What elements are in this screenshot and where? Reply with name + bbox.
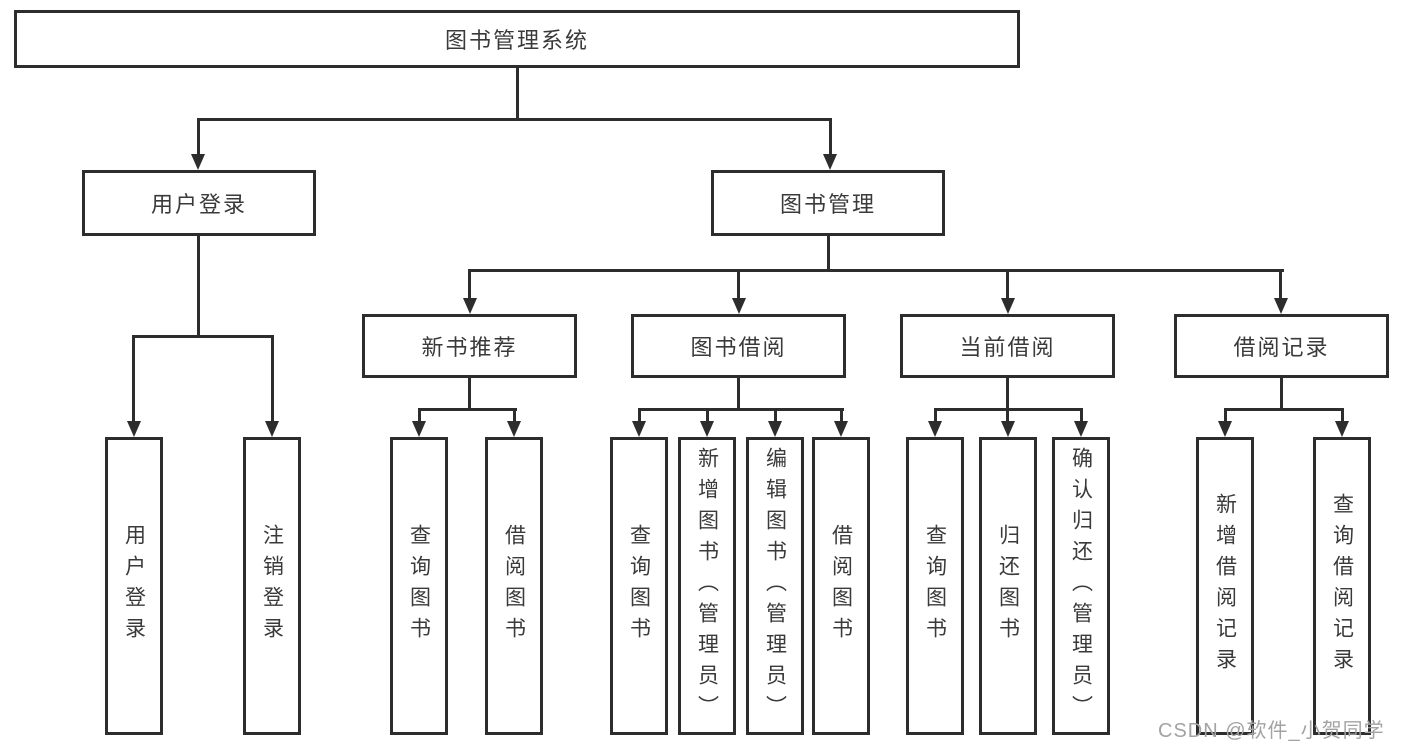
connector-hline [1224,408,1344,411]
arrow-down-icon [507,421,521,437]
arrow-down-icon [632,421,646,437]
node-label: 图书管理 [779,192,876,217]
arrow-down-icon [928,421,942,437]
connector-vline [271,335,274,423]
connector-vline [638,408,641,423]
node-label: 借阅图书 [829,524,853,648]
connector-vline [737,269,740,300]
connector-vline [197,236,200,338]
node-label: 借阅图书 [502,524,526,648]
arrow-down-icon [834,421,848,437]
node-label: 查询借阅记录 [1330,493,1354,679]
arrow-down-icon [265,421,279,437]
node-current-borrowing: 当前借阅 [900,314,1115,378]
connector-vline [418,408,421,423]
node-label: 确认归还（管理员） [1069,446,1093,726]
connector-vline [1280,378,1283,411]
node-logout: 注销登录 [243,437,301,735]
node-user-login-group: 用户登录 [82,170,316,236]
node-user-login: 用户登录 [105,437,163,735]
node-borrow-books-recommend: 借阅图书 [485,437,543,735]
connector-vline [1224,408,1227,423]
node-label: 用户登录 [150,192,247,217]
node-edit-books-admin: 编辑图书（管理员） [746,437,804,735]
connector-vline [197,118,200,156]
node-label: 图书借阅 [690,335,787,360]
connector-vline [513,408,516,423]
connector-vline [840,408,843,423]
node-label: 新增图书（管理员） [695,446,719,726]
arrow-down-icon [1274,298,1288,314]
arrow-down-icon [1335,421,1349,437]
node-label: 查询图书 [407,524,431,648]
connector-vline [516,68,519,121]
connector-hline [418,408,517,411]
node-new-book-recommend: 新书推荐 [362,314,577,378]
node-label: 注销登录 [260,524,284,648]
connector-vline [829,118,832,156]
connector-vline [468,378,471,411]
node-label: 查询图书 [627,524,651,648]
node-label: 当前借阅 [959,335,1056,360]
connector-vline [1006,408,1009,423]
node-book-borrowing: 图书借阅 [631,314,846,378]
node-borrowing-records: 借阅记录 [1174,314,1389,378]
node-book-management: 图书管理 [711,170,945,236]
arrow-down-icon [412,421,426,437]
connector-vline [934,408,937,423]
node-root: 图书管理系统 [14,10,1020,68]
connector-hline [638,408,844,411]
node-label: 归还图书 [996,524,1020,648]
node-root-label: 图书管理系统 [444,28,589,53]
arrow-down-icon [823,154,837,170]
arrow-down-icon [191,154,205,170]
connector-vline [1006,269,1009,300]
node-confirm-return-admin: 确认归还（管理员） [1052,437,1110,735]
connector-hline [468,269,1284,272]
connector-hline [197,118,832,121]
node-label: 用户登录 [122,524,146,648]
node-borrow-books-borrowing: 借阅图书 [812,437,870,735]
connector-vline [468,269,471,300]
arrow-down-icon [463,298,477,314]
connector-vline [132,335,135,423]
connector-vline [737,378,740,411]
node-query-books-recommend: 查询图书 [390,437,448,735]
connector-vline [1006,378,1009,411]
node-add-borrow-record: 新增借阅记录 [1196,437,1254,735]
arrow-down-icon [1074,421,1088,437]
node-query-books-borrowing: 查询图书 [610,437,668,735]
connector-vline [1080,408,1083,423]
node-add-books-admin: 新增图书（管理员） [678,437,736,735]
node-label: 新增借阅记录 [1213,493,1237,679]
node-return-books: 归还图书 [979,437,1037,735]
connector-hline [132,335,274,338]
connector-vline [1341,408,1344,423]
connector-vline [706,408,709,423]
node-label: 新书推荐 [421,335,518,360]
connector-vline [1279,269,1282,300]
arrow-down-icon [1001,421,1015,437]
arrow-down-icon [127,421,141,437]
node-query-books-current: 查询图书 [906,437,964,735]
node-label: 编辑图书（管理员） [763,446,787,726]
connector-vline [774,408,777,423]
node-label: 查询图书 [923,524,947,648]
connector-vline [827,236,830,272]
watermark: CSDN @软件_小贺同学 [1158,720,1385,742]
arrow-down-icon [1218,421,1232,437]
node-query-borrow-record: 查询借阅记录 [1313,437,1371,735]
arrow-down-icon [700,421,714,437]
arrow-down-icon [1001,298,1015,314]
arrow-down-icon [768,421,782,437]
arrow-down-icon [732,298,746,314]
node-label: 借阅记录 [1233,335,1330,360]
